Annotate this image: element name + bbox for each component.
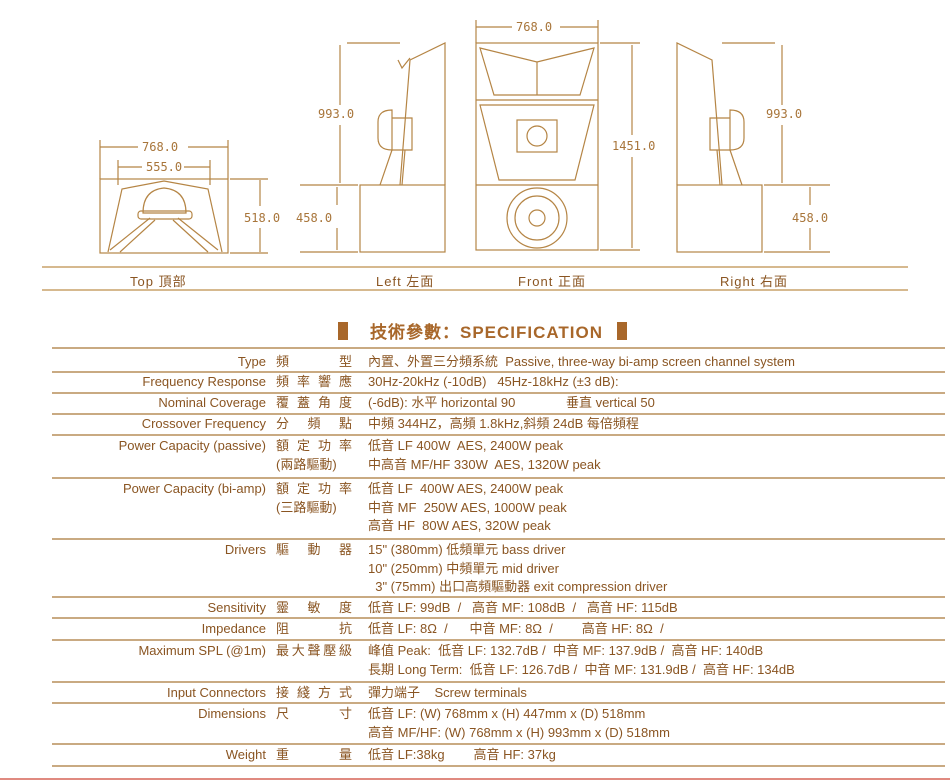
- top-view-drawing: 768.0 555.0 518.0: [99, 139, 280, 254]
- spec-value: 低音 LF: 8Ω / 中音 MF: 8Ω / 高音 HF: 8Ω /: [368, 621, 664, 636]
- spec-label-en: Type: [237, 354, 266, 369]
- spec-label-en: Weight: [225, 747, 266, 762]
- dim-front-height: 1451.0: [612, 139, 655, 153]
- view-label-left: Left 左面: [376, 274, 435, 289]
- spec-value: 峰值 Peak: 低音 LF: 132.7dB / 中音 MF: 137.9dB…: [368, 643, 764, 658]
- row-divider: [52, 538, 945, 540]
- views-top-divider: [42, 266, 908, 268]
- row-divider: [52, 617, 945, 619]
- dim-top-width: 768.0: [142, 140, 178, 154]
- spec-label-en: Impedance: [201, 621, 266, 636]
- spec-label-zh: 接綫方式: [276, 685, 352, 700]
- dim-top-depth: 518.0: [244, 211, 280, 225]
- speaker-drawings: 768.0 555.0 518.0 993.0 458.0 768.0 1451…: [99, 20, 830, 254]
- row-divider: [52, 639, 945, 641]
- spec-label-en: Dimensions: [198, 706, 266, 721]
- spec-value: 彈力端子 Screw terminals: [368, 685, 527, 700]
- spec-label-en: Crossover Frequency: [141, 416, 266, 431]
- spec-label-zh-sub: (三路驅動): [276, 500, 337, 515]
- left-view-drawing: 993.0 458.0: [296, 42, 446, 253]
- view-label-top: Top 頂部: [130, 274, 187, 289]
- spec-label-zh: 分頻點: [276, 416, 352, 431]
- spec-value: 低音 LF:38kg 高音 HF: 37kg: [368, 747, 556, 762]
- spec-value: 高音 HF 80W AES, 320W peak: [368, 518, 551, 533]
- front-view-drawing: 768.0 1451.0: [475, 20, 655, 251]
- row-divider: [52, 765, 945, 767]
- spec-label-zh: 重量: [276, 747, 352, 762]
- spec-label-zh: 額定功率: [276, 438, 352, 453]
- spec-value: 內置、外置三分頻系統 Passive, three-way bi-amp scr…: [368, 354, 795, 369]
- spec-label-zh: 額定功率: [276, 481, 352, 496]
- spec-value: 低音 LF: 99dB / 高音 MF: 108dB / 高音 HF: 115d…: [368, 600, 678, 615]
- row-divider: [52, 743, 945, 745]
- right-view-drawing: 993.0 458.0: [676, 42, 830, 253]
- spec-label-en: Frequency Response: [142, 374, 266, 389]
- row-divider: [52, 434, 945, 436]
- row-divider: [52, 681, 945, 683]
- spec-label-zh: 驅動器: [276, 542, 352, 557]
- row-divider: [52, 477, 945, 479]
- spec-value: 10" (250mm) 中頻單元 mid driver: [368, 560, 559, 576]
- dim-front-width: 768.0: [516, 20, 552, 34]
- spec-label-zh-sub: (兩路驅動): [276, 457, 337, 472]
- row-divider: [52, 413, 945, 415]
- spec-value: 低音 LF: (W) 768mm x (H) 447mm x (D) 518mm: [368, 706, 646, 721]
- spec-label-en: Nominal Coverage: [158, 395, 266, 410]
- dim-right-height: 993.0: [766, 107, 802, 121]
- spec-value: 15" (380mm) 低頻單元 bass driver: [368, 542, 566, 557]
- spec-label-en: Maximum SPL (@1m): [138, 643, 266, 658]
- spec-label-zh: 阻抗: [276, 621, 352, 636]
- spec-label-en: Power Capacity (bi-amp): [122, 481, 266, 496]
- spec-value: 低音 LF 400W AES, 2400W peak: [368, 481, 564, 496]
- spec-value: 中頻 344HZ，高頻 1.8kHz,斜頻 24dB 每倍頻程: [368, 416, 639, 431]
- spec-label-en: Input Connectors: [166, 685, 266, 700]
- spec-value: 3" (75mm) 出口高頻驅動器 exit compression drive…: [368, 579, 668, 594]
- spec-value: 長期 Long Term: 低音 LF: 126.7dB / 中音 MF: 13…: [368, 661, 795, 677]
- view-label-right: Right 右面: [720, 274, 788, 289]
- spec-value: (-6dB): 水平 horizontal 90 垂直 vertical 50: [368, 395, 655, 410]
- dim-right-lf: 458.0: [792, 211, 828, 225]
- dim-left-height: 993.0: [318, 107, 354, 121]
- spec-value: 中音 MF 250W AES, 1000W peak: [368, 499, 567, 515]
- spec-label-zh: 靈敏度: [276, 600, 352, 615]
- spec-value: 高音 MF/HF: (W) 768mm x (H) 993mm x (D) 51…: [368, 724, 670, 740]
- spec-label-zh: 尺寸: [276, 706, 352, 721]
- spec-title: 技術參數：SPECIFICATION: [370, 323, 604, 342]
- spec-value: 30Hz-20kHz (-10dB) 45Hz-18kHz (±3 dB):: [368, 374, 619, 389]
- title-marker-left: [338, 321, 348, 340]
- spec-label-en: Power Capacity (passive): [118, 438, 266, 453]
- spec-label-zh: 頻型: [276, 354, 352, 369]
- spec-label-en: Drivers: [224, 542, 266, 557]
- spec-label-zh: 覆蓋角度: [276, 395, 352, 410]
- spec-heading: 技術參數：SPECIFICATION: [338, 318, 628, 343]
- spec-label-zh: 頻率響應: [276, 374, 352, 389]
- row-divider: [52, 371, 945, 373]
- spec-label-en: Sensitivity: [207, 600, 266, 615]
- bottom-rule: [0, 778, 950, 780]
- row-divider: [52, 392, 945, 394]
- view-label-front: Front 正面: [518, 274, 586, 289]
- spec-value: 低音 LF 400W AES, 2400W peak: [368, 438, 564, 453]
- spec-label-zh: 最大聲壓級: [276, 643, 352, 658]
- dim-top-inner: 555.0: [146, 160, 182, 174]
- row-divider: [52, 596, 945, 598]
- views-bottom-divider: [42, 289, 908, 291]
- row-divider: [52, 347, 945, 349]
- row-divider: [52, 702, 945, 704]
- title-marker-right: [617, 321, 628, 340]
- dim-left-lf: 458.0: [296, 211, 332, 225]
- spec-value: 中高音 MF/HF 330W AES, 1320W peak: [368, 456, 601, 472]
